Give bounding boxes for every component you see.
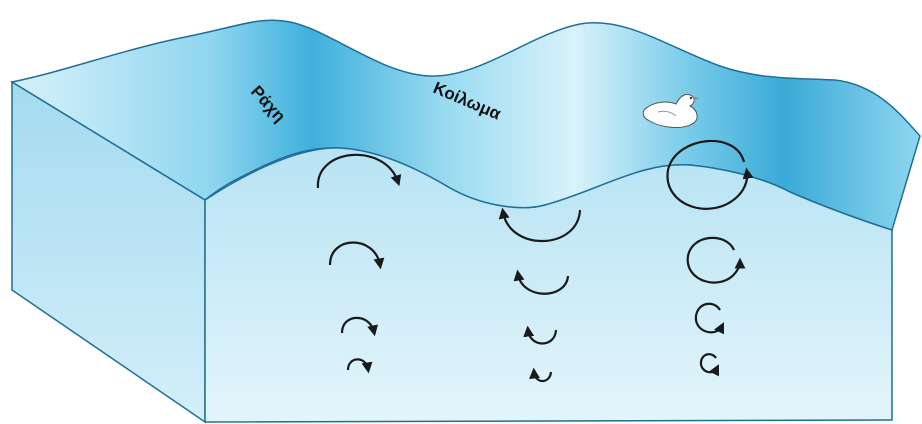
wave-diagram: Ράχη Κοίλωμα xyxy=(0,0,922,424)
wave-block-illustration: Ράχη Κοίλωμα xyxy=(0,0,922,424)
